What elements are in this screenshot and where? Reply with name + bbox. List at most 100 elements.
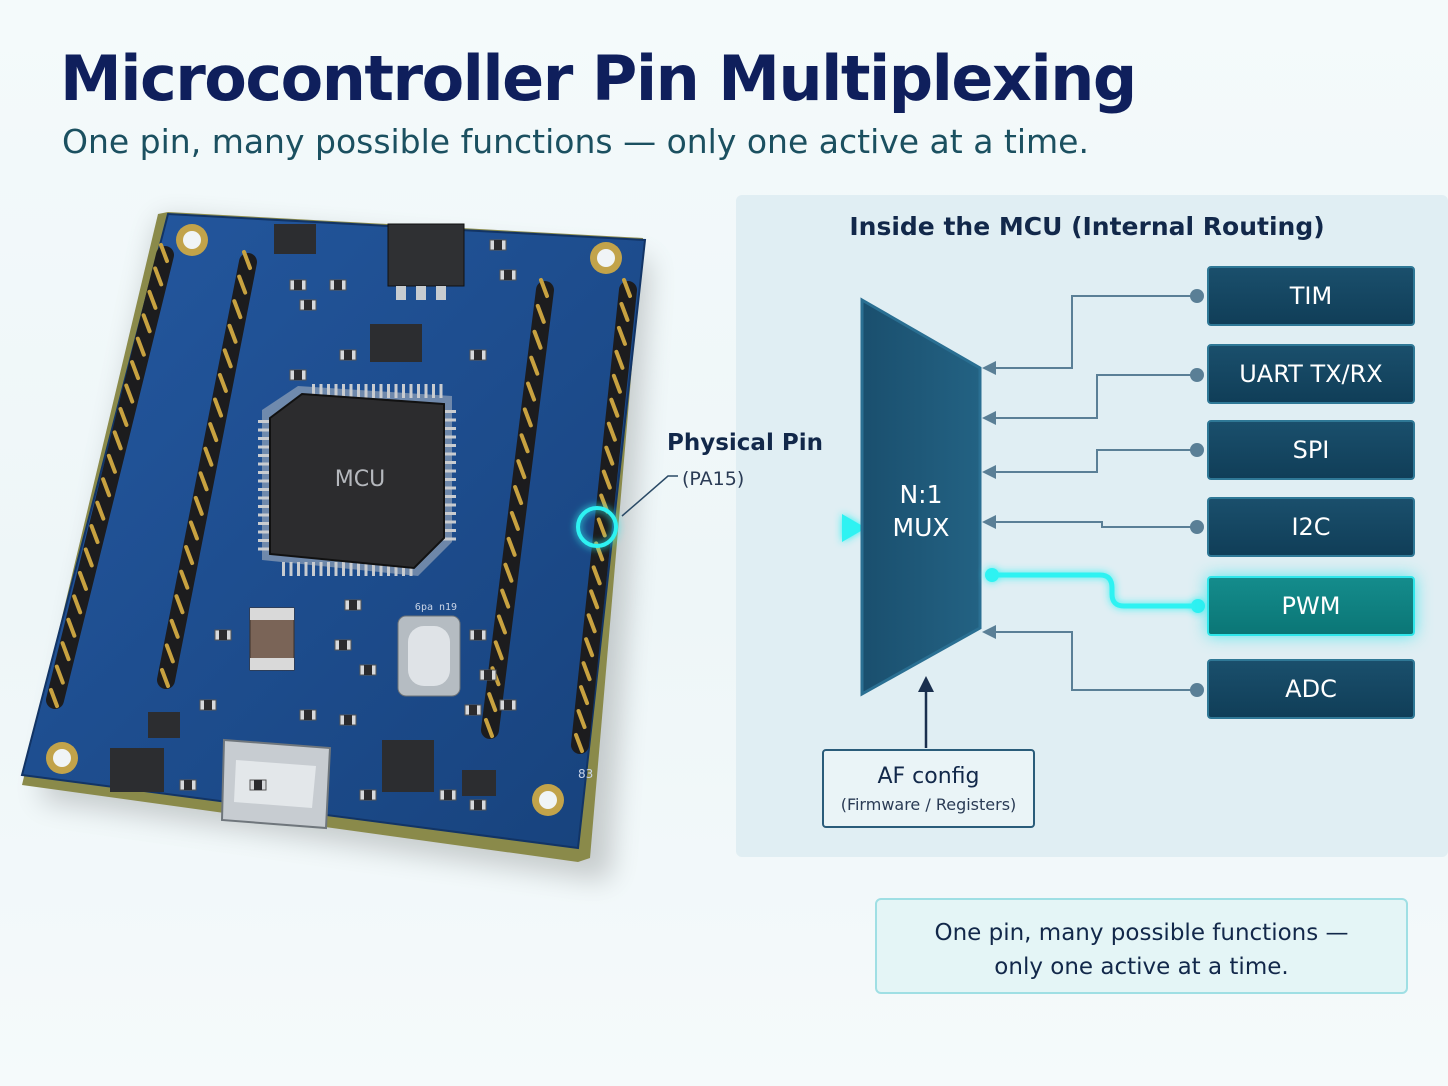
chip-pin xyxy=(258,428,272,432)
chip-pin xyxy=(372,562,375,576)
header-pin xyxy=(174,594,185,615)
header-pin xyxy=(232,299,243,320)
smd-part-body xyxy=(334,280,342,290)
header-pin xyxy=(153,266,164,287)
chip-pin xyxy=(258,454,272,457)
function-box-tim: TIM xyxy=(1207,266,1415,326)
header-pin xyxy=(135,336,146,357)
page-subtitle: One pin, many possible functions — only … xyxy=(62,122,1089,161)
mux-label: N:1 MUX xyxy=(862,478,980,544)
chip-pin xyxy=(312,384,315,398)
chip-pin xyxy=(349,384,353,398)
header-pin xyxy=(574,733,584,753)
physical-pin-highlight xyxy=(576,475,866,548)
header-pin xyxy=(609,397,620,418)
chip-pin xyxy=(442,486,456,490)
af-config-subtitle: (Firmware / Registers) xyxy=(840,795,1017,814)
mux-block xyxy=(860,297,982,697)
chip-pin xyxy=(442,461,456,464)
smd-part-body xyxy=(474,800,482,810)
chip-pin xyxy=(387,562,390,576)
header-pin xyxy=(49,688,59,708)
chip-pin xyxy=(297,562,300,576)
chip-pin xyxy=(424,384,428,398)
smd-part-body xyxy=(294,370,302,380)
chip-pin xyxy=(409,384,413,398)
active-route-pwm xyxy=(985,568,1205,613)
chip-pin xyxy=(442,410,456,413)
pin-leader-line xyxy=(621,475,678,517)
header-pin xyxy=(487,692,498,713)
header-pin xyxy=(54,664,65,685)
chip-pin xyxy=(258,513,272,517)
chip-pin xyxy=(258,547,272,551)
af-config-box: AF config (Firmware / Registers) xyxy=(822,749,1035,828)
header-pin xyxy=(526,381,537,402)
pin-arrow-head xyxy=(842,514,866,542)
chip-pin xyxy=(439,384,443,398)
summary-note-line2: only one active at a time. xyxy=(994,954,1289,980)
header-pin xyxy=(619,301,630,322)
chip-pin xyxy=(327,384,330,398)
panel-title: Inside the MCU (Internal Routing) xyxy=(849,212,1325,241)
header-pin xyxy=(130,360,141,381)
chip-pin xyxy=(357,562,360,576)
header-pin xyxy=(227,323,238,344)
page-title: Microcontroller Pin Multiplexing xyxy=(60,42,1137,115)
chip-pin xyxy=(379,384,383,398)
mcu-chip: MCU xyxy=(258,384,456,576)
chip-pin xyxy=(379,562,383,576)
chip-pin xyxy=(442,427,456,430)
header-pin xyxy=(576,709,587,730)
chip-pin xyxy=(402,562,405,576)
physical-pin-label: Physical Pin xyxy=(667,430,823,456)
chip-pin xyxy=(289,562,293,576)
function-box-i2c: I2C xyxy=(1207,497,1415,557)
mux-label-ratio: N:1 xyxy=(899,480,943,509)
smd-components xyxy=(179,239,517,811)
header-pin xyxy=(509,510,520,531)
header-pin xyxy=(89,524,100,545)
header-pin xyxy=(193,495,204,516)
header-pin xyxy=(208,422,219,443)
header-pin xyxy=(539,278,549,298)
af-config-arrow xyxy=(918,676,934,748)
connector-i2c xyxy=(990,521,1197,528)
mux-label-text: MUX xyxy=(892,513,950,542)
function-box-spi: SPI xyxy=(1207,420,1415,480)
summary-note: One pin, many possible functions — only … xyxy=(875,898,1408,994)
chip-pin xyxy=(258,445,272,449)
smd-part-body xyxy=(364,790,372,800)
chip-pin xyxy=(258,539,272,542)
header-pin xyxy=(164,643,175,664)
chip-pin xyxy=(357,384,360,398)
header-pin xyxy=(66,617,77,638)
header-pin xyxy=(622,278,632,298)
connector-dots xyxy=(1190,289,1204,697)
header-pin xyxy=(516,459,527,480)
header-pin xyxy=(106,453,117,474)
chip-pin xyxy=(319,384,323,398)
header-pin xyxy=(147,289,158,310)
chip-pin xyxy=(258,522,272,525)
connector-adc xyxy=(990,631,1197,691)
chip-pin xyxy=(442,495,456,498)
header-pin xyxy=(584,637,595,658)
smd-part-body xyxy=(304,710,312,720)
header-pin xyxy=(586,613,597,634)
smd-part-body xyxy=(364,665,372,675)
smd-part-body xyxy=(294,280,302,290)
header-pin xyxy=(213,397,224,418)
smd-part-body xyxy=(484,670,492,680)
chip-pin xyxy=(258,420,272,423)
chip-pin xyxy=(402,384,405,398)
header-pin xyxy=(112,430,123,451)
chip-pin xyxy=(364,384,368,398)
header-pin xyxy=(579,685,590,706)
header-pin xyxy=(596,517,607,538)
board-marking: 6pa n19 xyxy=(415,602,457,613)
header-pin xyxy=(535,303,546,324)
chip-pin xyxy=(258,488,272,491)
corner-marking: 83 xyxy=(578,767,593,781)
